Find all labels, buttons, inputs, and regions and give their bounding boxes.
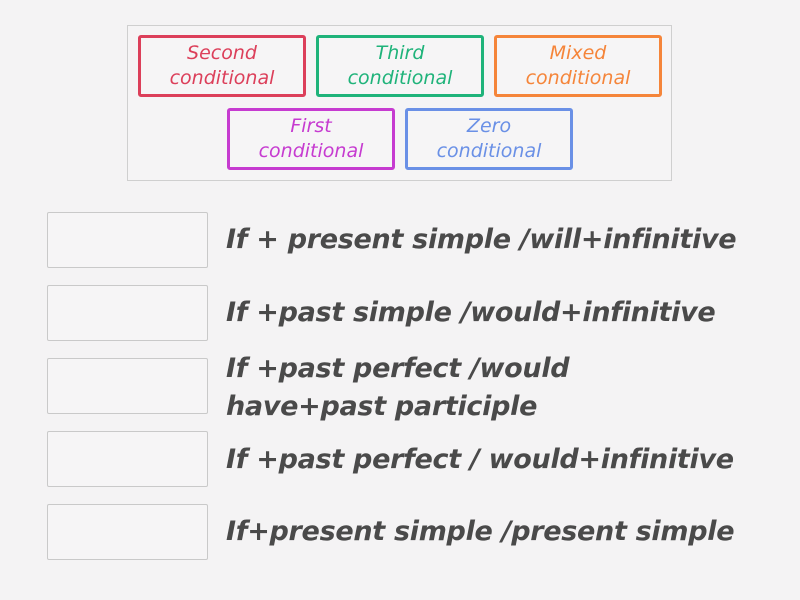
drop-slot-5[interactable] (47, 504, 208, 560)
prompt-text: have+past participle (226, 391, 538, 422)
drop-slot-2[interactable] (47, 285, 208, 341)
prompt-text: If + present simple /will+infinitive (226, 224, 737, 255)
card-line1: Third (375, 42, 425, 64)
card-first-conditional[interactable]: First conditional (227, 108, 395, 170)
card-second-conditional[interactable]: Second conditional (138, 35, 306, 97)
card-mixed-conditional[interactable]: Mixed conditional (494, 35, 662, 97)
card-line1: Zero (466, 115, 512, 137)
card-line2: conditional (258, 140, 364, 162)
card-line2: conditional (347, 67, 453, 89)
prompt-text: If +past perfect /would (226, 353, 570, 384)
card-line1: First (290, 115, 332, 137)
drop-slot-1[interactable] (47, 212, 208, 268)
card-third-conditional[interactable]: Third conditional (316, 35, 484, 97)
drop-slot-3[interactable] (47, 358, 208, 414)
card-line2: conditional (169, 67, 275, 89)
card-line2: conditional (436, 140, 542, 162)
prompt-1: If + present simple /will+infinitive (226, 222, 737, 258)
prompt-5: If+present simple /present simple (226, 514, 735, 550)
card-zero-conditional[interactable]: Zero conditional (405, 108, 573, 170)
prompt-text: If+present simple /present simple (226, 516, 735, 547)
drop-slot-4[interactable] (47, 431, 208, 487)
prompt-2: If +past simple /would+infinitive (226, 295, 716, 331)
card-line1: Second (187, 42, 257, 64)
card-line2: conditional (525, 67, 631, 89)
prompt-4: If +past perfect / would+infinitive (226, 442, 734, 478)
prompt-text: If +past perfect / would+infinitive (226, 444, 734, 475)
card-line1: Mixed (549, 42, 607, 64)
prompt-text: If +past simple /would+infinitive (226, 297, 716, 328)
prompt-3: If +past perfect /would have+past partici… (226, 350, 570, 426)
